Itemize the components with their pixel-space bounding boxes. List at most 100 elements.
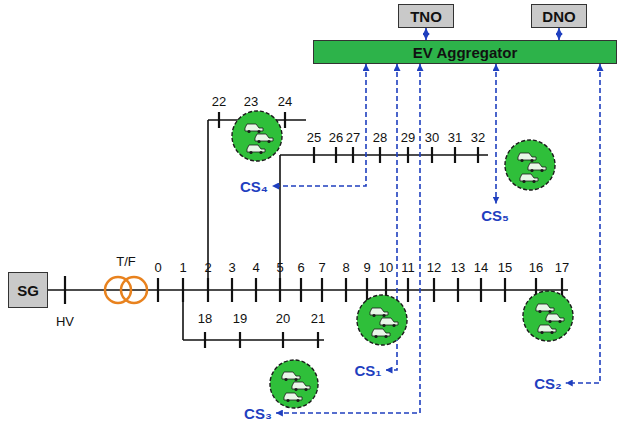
- bus-marker: [182, 278, 184, 302]
- bus-number: 6: [297, 261, 304, 275]
- bus-number: 30: [425, 131, 439, 145]
- transformer-winding: [121, 277, 147, 303]
- bus-marker: [279, 278, 281, 302]
- communication-link: [566, 64, 600, 383]
- bus-number: 12: [427, 261, 441, 275]
- bus-marker: [407, 278, 409, 302]
- station-circle: [270, 360, 318, 408]
- ev-icon: [292, 382, 310, 391]
- bus-marker: [282, 332, 284, 348]
- charging-station: CS₄: [232, 111, 282, 161]
- ev-icon: [370, 308, 388, 317]
- bus-marker: [313, 147, 315, 163]
- bus-number: 24: [278, 95, 292, 109]
- bus-marker: [335, 147, 337, 163]
- bus-number: 28: [373, 131, 387, 145]
- bus-number: 2: [204, 261, 211, 275]
- bus-marker: [218, 112, 220, 128]
- ev-icon: [372, 329, 390, 338]
- bus-marker: [255, 278, 257, 302]
- bus-marker: [477, 147, 479, 163]
- operator-box: DNO: [531, 4, 587, 28]
- communication-link: [558, 28, 560, 40]
- node-label: SG: [17, 282, 39, 299]
- ev-icon: [245, 124, 263, 133]
- bus-marker: [157, 278, 159, 302]
- bus-number: 26: [329, 131, 343, 145]
- bus-marker: [239, 332, 241, 348]
- bus-number: 7: [318, 261, 325, 275]
- bus-number: 21: [311, 312, 325, 326]
- bus-marker: [204, 332, 206, 348]
- ev-icon: [380, 318, 398, 327]
- bus-marker: [379, 147, 381, 163]
- bus-marker: [352, 147, 354, 163]
- bus-marker: [480, 278, 482, 302]
- ev-icon: [528, 163, 546, 172]
- node-label: TNO: [410, 8, 442, 25]
- ev-icon: [536, 304, 554, 313]
- ev-icon: [255, 134, 273, 143]
- bus-number: 31: [448, 131, 462, 145]
- charging-station: CS₁: [357, 295, 407, 345]
- bus-number: 15: [498, 261, 512, 275]
- bus-number: 20: [276, 312, 290, 326]
- charging-station: CS₂: [523, 291, 573, 341]
- ev-icon: [546, 314, 564, 323]
- bus-number: 19: [233, 312, 247, 326]
- station-label: CS₄: [240, 178, 268, 195]
- communication-link: [495, 64, 497, 204]
- bus-number: 18: [198, 312, 212, 326]
- bus-number: 16: [529, 261, 543, 275]
- station-icon: [269, 359, 319, 409]
- bus-number: 17: [555, 261, 569, 275]
- generator-box: SG: [8, 272, 48, 308]
- ev-icon: [282, 372, 300, 381]
- bus-marker: [345, 278, 347, 302]
- bus-number: 0: [154, 261, 161, 275]
- charging-station: CS₃: [270, 360, 318, 408]
- bus-number: 5: [276, 261, 283, 275]
- bus-number: 3: [228, 261, 235, 275]
- bus-marker: [504, 278, 506, 302]
- bus-number: 4: [252, 261, 259, 275]
- node-label: EV Aggregator: [413, 44, 517, 61]
- charging-station: CS₅: [505, 140, 555, 190]
- station-label: CS₂: [534, 375, 562, 392]
- transformer-winding: [105, 277, 131, 303]
- ev-icon: [518, 153, 536, 162]
- transformer-label: T/F: [116, 255, 136, 269]
- bus-number: 13: [451, 261, 465, 275]
- bus-number: 29: [401, 131, 415, 145]
- station-icon: [522, 290, 574, 342]
- feeder-branch: [280, 154, 488, 156]
- ev-icon: [538, 325, 556, 334]
- bus-marker: [433, 278, 435, 302]
- bus-number: 8: [342, 261, 349, 275]
- communication-link: [425, 28, 427, 40]
- station-circle: [357, 295, 407, 345]
- bus-marker: [300, 278, 302, 302]
- station-circle: [523, 291, 573, 341]
- bus-marker: [457, 278, 459, 302]
- station-label: CS₃: [244, 405, 272, 422]
- ev-icon: [247, 145, 265, 154]
- bus-label: HV: [56, 315, 74, 329]
- bus-marker: [454, 147, 456, 163]
- bus-marker: [207, 278, 209, 302]
- bus-number: 14: [474, 261, 488, 275]
- operator-box: TNO: [398, 4, 454, 28]
- station-icon: [231, 110, 283, 162]
- station-circle: [505, 140, 555, 190]
- ev-icon: [284, 393, 302, 402]
- bus-number: 1: [179, 261, 186, 275]
- ev-icon: [520, 174, 538, 183]
- bus-marker: [366, 278, 368, 302]
- bus-number: 32: [471, 131, 485, 145]
- bus-marker: [231, 278, 233, 302]
- station-label: CS₁: [354, 362, 381, 379]
- station-label: CS₅: [481, 207, 509, 224]
- bus-marker: [64, 276, 66, 304]
- bus-marker: [284, 112, 286, 128]
- bus-marker: [317, 332, 319, 348]
